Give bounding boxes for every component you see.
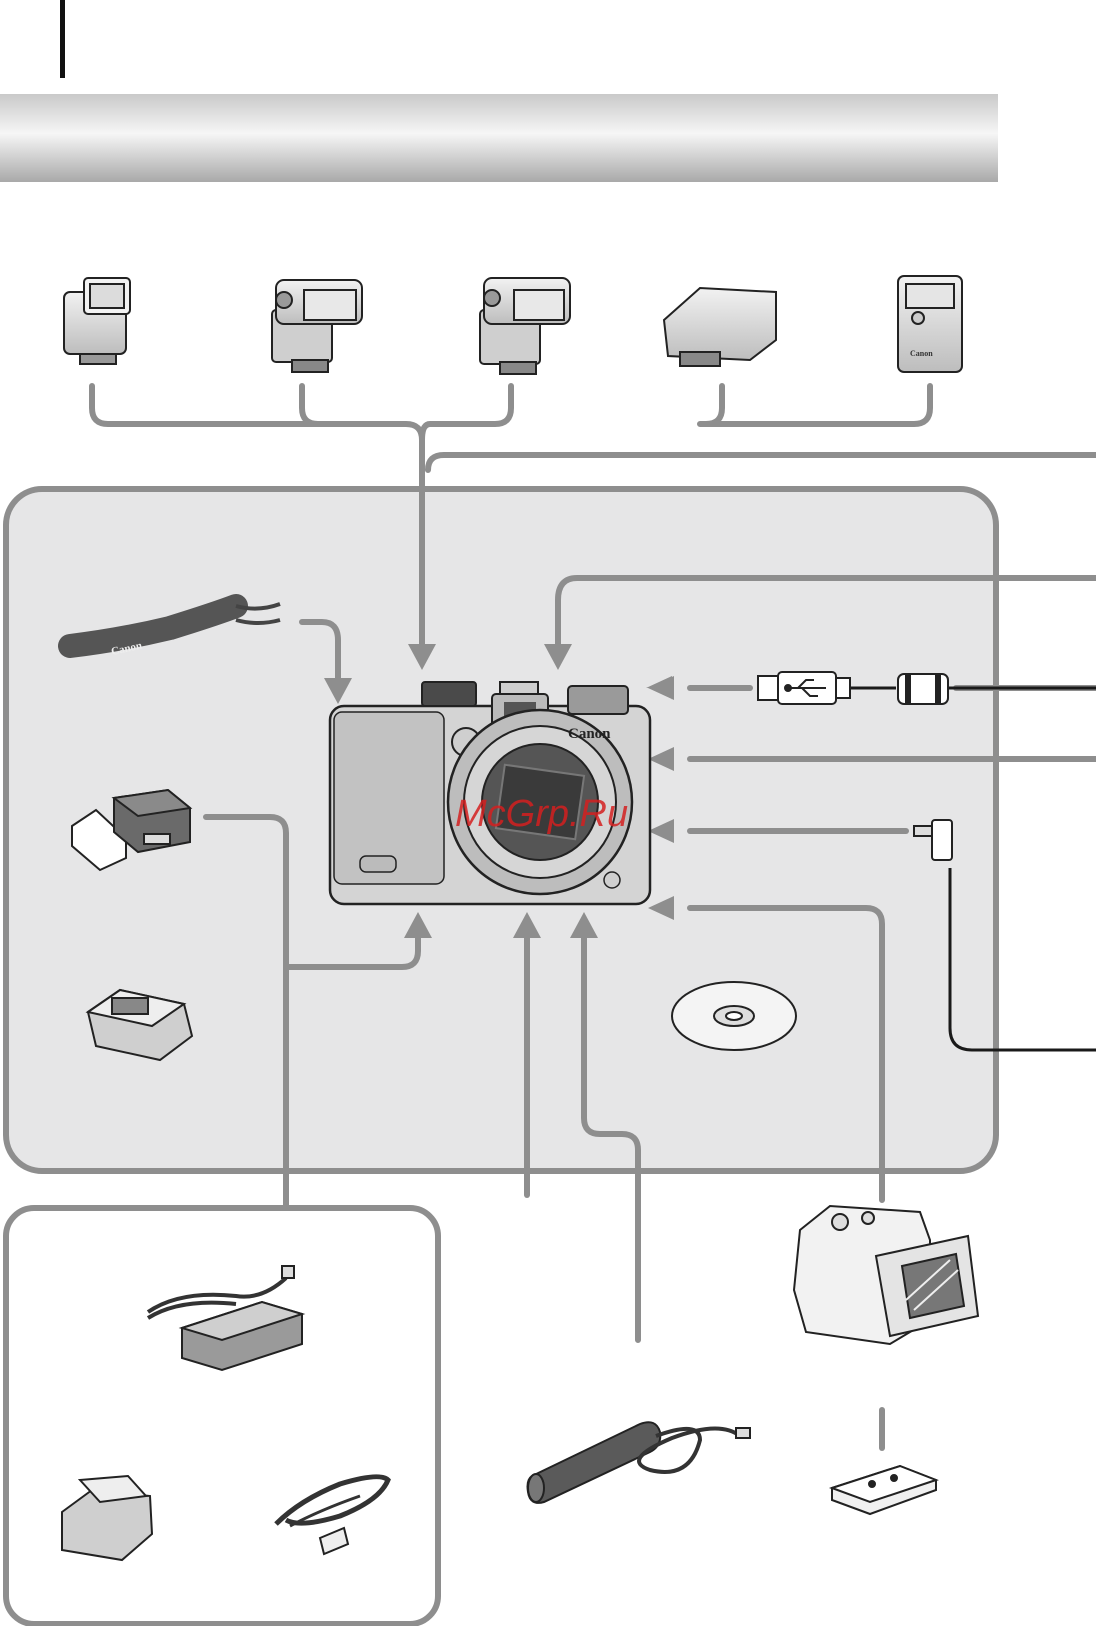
speedlite-flash-unit — [480, 278, 570, 374]
speedlite-flash-unit — [272, 280, 362, 372]
flash-brand-label: Canon — [910, 349, 933, 358]
compact-flash-unit — [64, 278, 130, 364]
flash-bracket-line — [700, 386, 930, 424]
software-cd — [672, 982, 796, 1050]
camera-brand-label: Canon — [568, 726, 611, 742]
slave-flash-unit: Canon — [898, 276, 962, 372]
flash-bracket-line — [302, 386, 318, 424]
external-line — [428, 455, 1096, 470]
housing-weight — [832, 1466, 936, 1514]
power-accessory-panel — [6, 1208, 438, 1624]
flash-bracket-line — [706, 386, 722, 424]
page-corner-mark — [60, 0, 65, 78]
waterproof-case — [794, 1206, 978, 1344]
watermark-text: McGrp.Ru — [455, 793, 628, 835]
header-band — [0, 94, 998, 182]
flash-bracket-line — [422, 386, 511, 440]
remote-switch — [528, 1422, 751, 1503]
transmitter-unit — [664, 288, 776, 366]
